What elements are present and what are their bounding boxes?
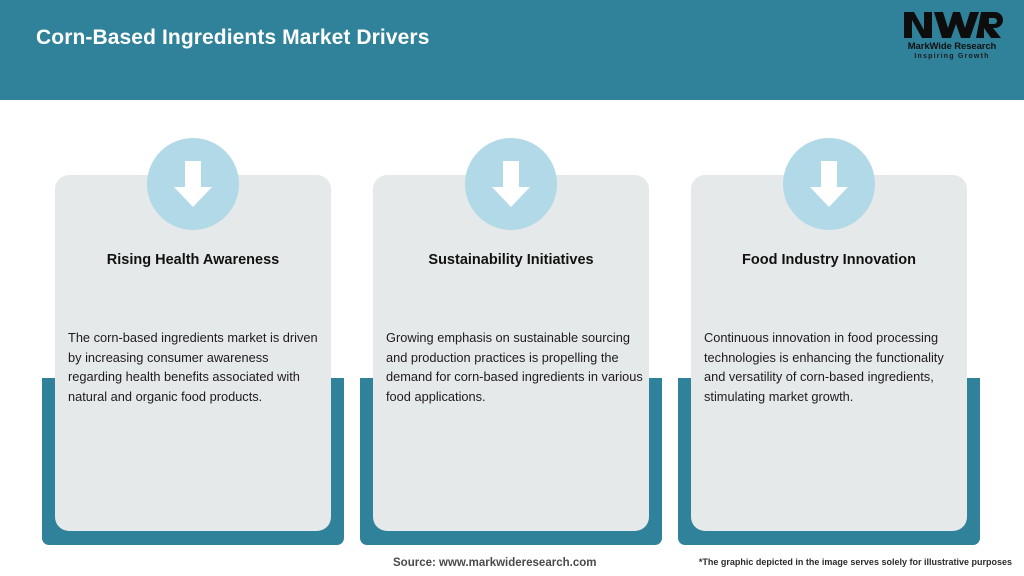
card-panel xyxy=(55,175,331,531)
card-heading: Sustainability Initiatives xyxy=(428,252,594,268)
driver-card-1[interactable]: Rising Health Awareness The corn-based i… xyxy=(42,138,344,546)
driver-cards-container: Rising Health Awareness The corn-based i… xyxy=(0,138,1024,548)
card-body-text: The corn-based ingredients market is dri… xyxy=(68,330,318,404)
header-bar: Corn-Based Ingredients Market Drivers Ma… xyxy=(0,0,1024,100)
source-label: Source: www.markwideresearch.com xyxy=(393,557,597,569)
card-body-text: Continuous innovation in food processing… xyxy=(704,330,944,404)
driver-card-3[interactable]: Food Industry Innovation Continuous inno… xyxy=(678,138,980,546)
logo-company-name: MarkWide Research xyxy=(907,41,997,52)
page-title: Corn-Based Ingredients Market Drivers xyxy=(36,26,430,49)
card-heading: Rising Health Awareness xyxy=(106,252,280,268)
company-logo: MarkWide Research Inspiring Growth xyxy=(898,10,1006,60)
card-panel xyxy=(373,175,649,531)
logo-tagline: Inspiring Growth xyxy=(914,52,990,60)
driver-card-2[interactable]: Sustainability Initiatives Growing empha… xyxy=(360,138,662,546)
down-arrow-icon xyxy=(783,138,875,230)
card-body-text: Growing emphasis on sustainable sourcing… xyxy=(386,330,643,404)
card-heading: Food Industry Innovation xyxy=(742,252,916,268)
card-panel xyxy=(691,175,967,531)
down-arrow-icon xyxy=(465,138,557,230)
down-arrow-icon xyxy=(147,138,239,230)
mwr-monogram-icon xyxy=(898,10,1006,40)
disclaimer-label: *The graphic depicted in the image serve… xyxy=(698,557,1012,567)
